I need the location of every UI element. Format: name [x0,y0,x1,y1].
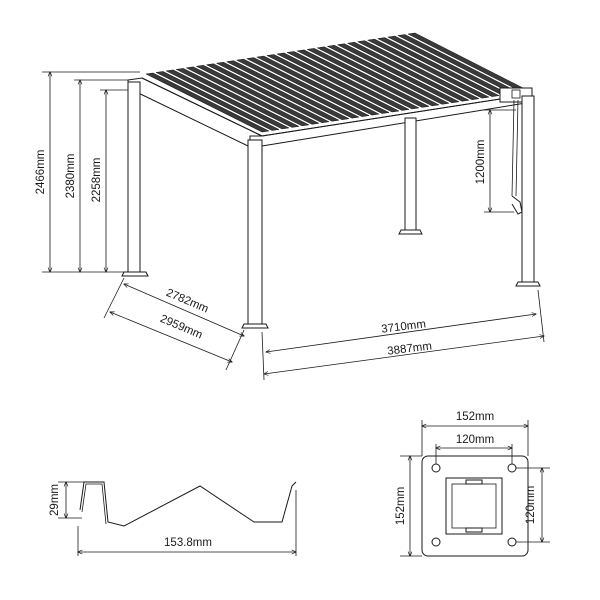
dim-2258: 2258mm [91,158,103,203]
louvre-slat [326,45,450,105]
dim-3887: 3887mm [387,340,433,357]
louvre-slat [225,60,350,120]
post-front-left [247,139,263,325]
dim-2959: 2959mm [158,313,204,342]
post-front-right [521,95,535,283]
roof-louvres [145,32,530,133]
dim-152-top: 152mm [456,411,494,423]
dim-153-8: 153.8mm [164,537,212,549]
crank-dimension: 1200mm [475,110,516,212]
louvre-slat [286,51,410,111]
foot-front-right [515,281,541,287]
crank-grip [511,195,523,215]
crank-gear [511,89,521,99]
bolt-hole-tr [507,463,517,473]
dim-152-left: 152mm [395,487,407,525]
pergola-view: 2466mm 2380mm 2258mm 1200mm 2782mm 2959m… [35,32,544,381]
louvre-slat [145,72,270,133]
dim-line-2959 [110,312,232,362]
foot-front-left [241,323,269,329]
louvre-slat [366,38,490,99]
louvre-profile: 29mm 153.8mm [49,481,297,556]
dim-29: 29mm [49,484,61,516]
base-plate: 152mm 120mm 152mm 120mm [395,411,550,557]
louvre-slat [185,66,310,127]
louvre-slat [155,71,280,131]
louvre-slat [235,58,360,119]
foot-back-right [398,229,423,235]
louvre-slat [276,52,400,113]
louvre-slat [256,55,380,116]
post-back-left [127,81,141,273]
post-socket-outer [445,477,503,535]
louvre-slat [215,61,340,122]
bolt-hole-tl [431,463,441,473]
foot-back-left [121,271,149,277]
crank-handle [511,99,523,215]
louvre-slat [205,63,330,124]
dim-120-right: 120mm [525,486,537,524]
profile-outline [79,481,297,527]
post-back-right [404,117,417,231]
dim-3710: 3710mm [381,318,427,335]
width-dimensions: 3710mm 3887mm [261,289,544,381]
dim-120-top: 120mm [456,434,494,446]
dim-line-3887 [264,336,544,374]
louvre-slat [245,57,370,117]
height-dimensions: 2466mm 2380mm 2258mm [35,72,140,272]
depth-dimensions: 2782mm 2959mm [103,277,244,371]
louvre-slat [195,65,320,125]
bolt-hole-bl [431,537,441,547]
louvre-slat [165,69,290,130]
louvre-slat [376,37,500,97]
louvre-slat [175,68,300,128]
dim-1200: 1200mm [475,140,487,185]
louvre-slat [296,49,420,110]
louvre-slat [306,48,430,108]
louvre-slat [266,54,390,114]
dim-2466: 2466mm [35,150,47,195]
louvre-slat [346,41,470,102]
posts [121,81,541,329]
bolt-hole-br [507,537,517,547]
louvre-slat [336,43,460,104]
louvre-slat [316,46,440,107]
beam-top-edge [141,77,533,137]
dim-2380: 2380mm [65,154,77,199]
louvre-slat [356,40,480,100]
